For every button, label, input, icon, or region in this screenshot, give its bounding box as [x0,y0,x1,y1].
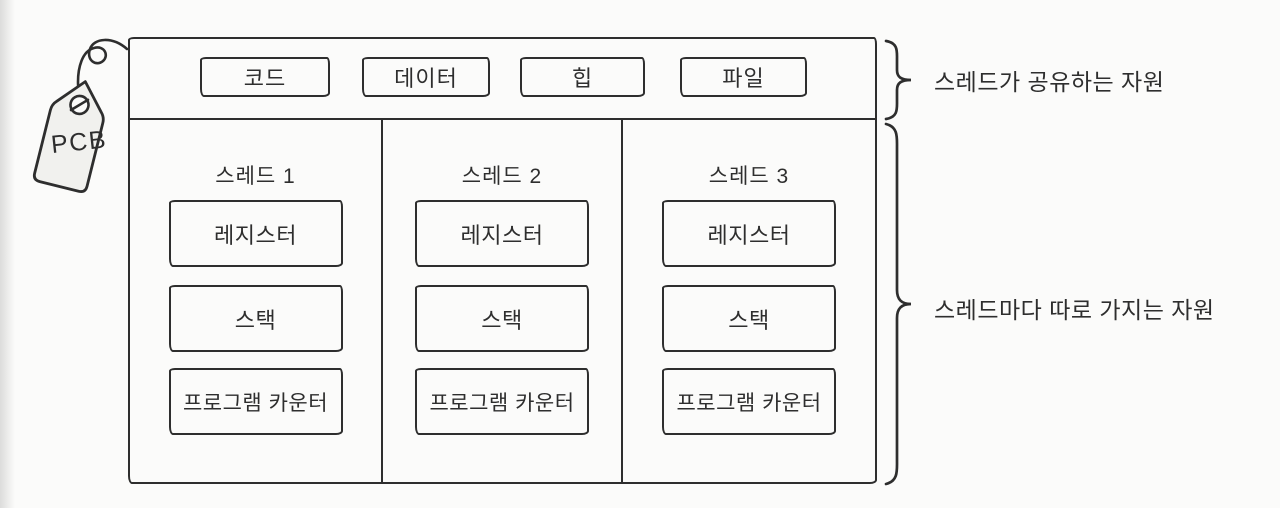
shared-resource-heap: 힙 [520,57,645,97]
shared-resources-brace-icon [884,39,912,121]
thread-columns: 스레드 1 레지스터 스택 프로그램 카운터 스레드 2 레지스터 스택 프로그… [130,120,875,482]
shared-resource-data: 데이터 [362,57,490,97]
thread2-stack-box: 스택 [415,285,589,352]
thread-column-3: 스레드 3 레지스터 스택 프로그램 카운터 [623,120,875,482]
shared-resource-files: 파일 [680,57,807,97]
thread-title: 스레드 2 [461,165,543,188]
process-box: 코드 데이터 힙 파일 스레드 1 레지스터 스택 프로그램 카운터 스레드 2… [128,37,877,484]
thread3-stack-box: 스택 [662,285,836,352]
thread1-program-counter-box: 프로그램 카운터 [168,368,343,435]
thread2-registers-box: 레지스터 [415,200,589,267]
per-thread-resources-brace-icon [884,122,912,486]
tag-string [76,38,129,98]
thread-title: 스레드 3 [708,165,790,188]
tag-hole-slash-icon [69,98,90,112]
thread1-registers-box: 레지스터 [168,200,343,267]
pcb-tag: PCB [32,38,129,193]
thread-column-2: 스레드 2 레지스터 스택 프로그램 카운터 [383,120,623,482]
pcb-tag-label: PCB [50,125,109,159]
thread3-program-counter-box: 프로그램 카운터 [662,368,836,435]
shared-resources-annotation: 스레드가 공유하는 자원 [934,69,1165,95]
thread1-stack-box: 스택 [168,285,343,352]
thread-column-1: 스레드 1 레지스터 스택 프로그램 카운터 [130,120,383,482]
shared-resource-code: 코드 [200,57,330,97]
thread2-program-counter-box: 프로그램 카운터 [415,368,589,435]
per-thread-resources-annotation: 스레드마다 따로 가지는 자원 [934,297,1215,323]
shared-resources-section: 코드 데이터 힙 파일 [130,39,875,120]
thread-title: 스레드 1 [215,165,296,188]
thread3-registers-box: 레지스터 [662,200,836,267]
